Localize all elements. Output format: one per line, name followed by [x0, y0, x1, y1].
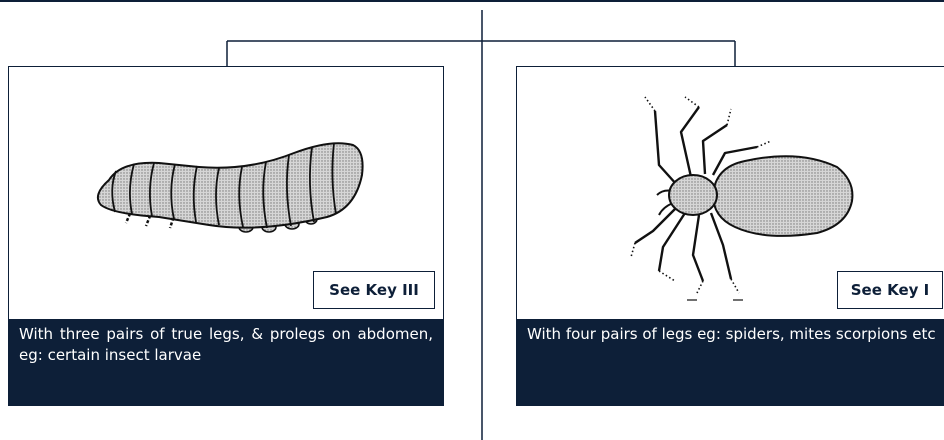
larvae-description: With three pairs of true legs, & prolegs…	[9, 319, 443, 405]
card-insect-larvae: See Key III With three pairs of true leg…	[8, 66, 444, 406]
see-key-i-button[interactable]: See Key I	[837, 271, 943, 309]
see-key-iii-button[interactable]: See Key III	[313, 271, 435, 309]
arachnid-description: With four pairs of legs eg: spiders, mit…	[517, 319, 944, 405]
card-arachnids: See Key I With four pairs of legs eg: sp…	[516, 66, 944, 406]
